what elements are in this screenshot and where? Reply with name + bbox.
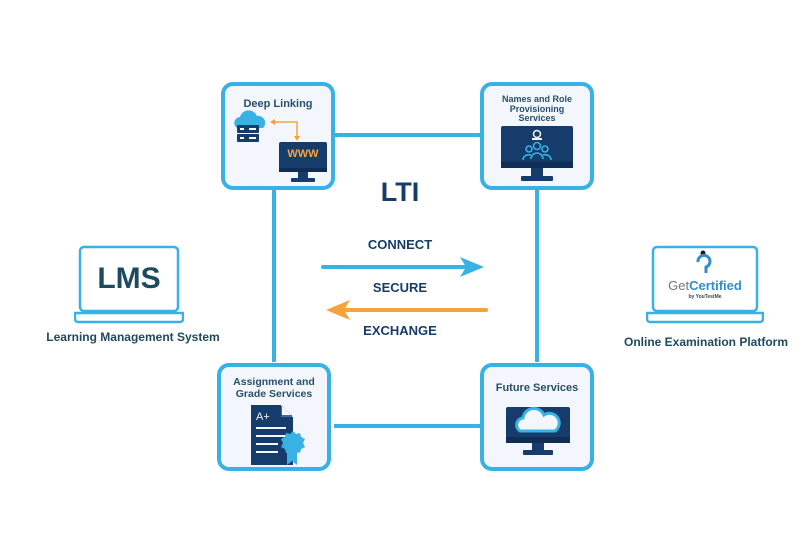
getcertified-logo-icon [696, 250, 712, 273]
connector-left [272, 190, 276, 362]
grade-text: A+ [256, 411, 270, 423]
node-title: Future Services [495, 382, 579, 394]
lms-caption: Learning Management System [46, 330, 220, 344]
arrow-left-icon [326, 300, 488, 320]
lms-screen-text: LMS [97, 262, 161, 295]
node-deep-linking: Deep Linking WWW [221, 82, 335, 190]
node-title: Names and Role Provisioning Services [501, 94, 573, 123]
laptop-icon [74, 245, 184, 324]
monitor-screen-text: WWW [287, 148, 319, 160]
laptop-icon [646, 245, 764, 324]
node-names-role-provisioning: Names and Role Provisioning Services [480, 82, 594, 190]
connector-top [334, 133, 484, 137]
node-assignment-grade-services: Assignment and Grade Services A+ [217, 363, 331, 471]
connector-bottom [334, 424, 484, 428]
monitor-cloud-icon [506, 406, 570, 455]
graded-document-icon [251, 405, 305, 465]
monitor-users-icon [501, 126, 573, 181]
getcertified-logo-subtext: by YouTestMe [688, 294, 722, 300]
bidirectional-arrow-icon [270, 119, 300, 141]
cloud-server-icon [234, 110, 266, 142]
getcertified-logo-text: GetCertified [668, 278, 742, 293]
node-future-services: Future Services [480, 363, 594, 471]
connect-label: CONNECT [367, 237, 433, 252]
secure-label: SECURE [372, 280, 428, 295]
connector-right [535, 190, 539, 362]
platform-caption: Online Examination Platform [623, 335, 789, 349]
exchange-label: EXCHANGE [363, 323, 437, 338]
node-title: Deep Linking [243, 98, 313, 110]
arrow-right-icon [321, 257, 484, 277]
lti-title: LTI [380, 177, 420, 207]
node-title: Assignment and Grade Services [233, 376, 315, 400]
monitor-icon [279, 142, 327, 182]
